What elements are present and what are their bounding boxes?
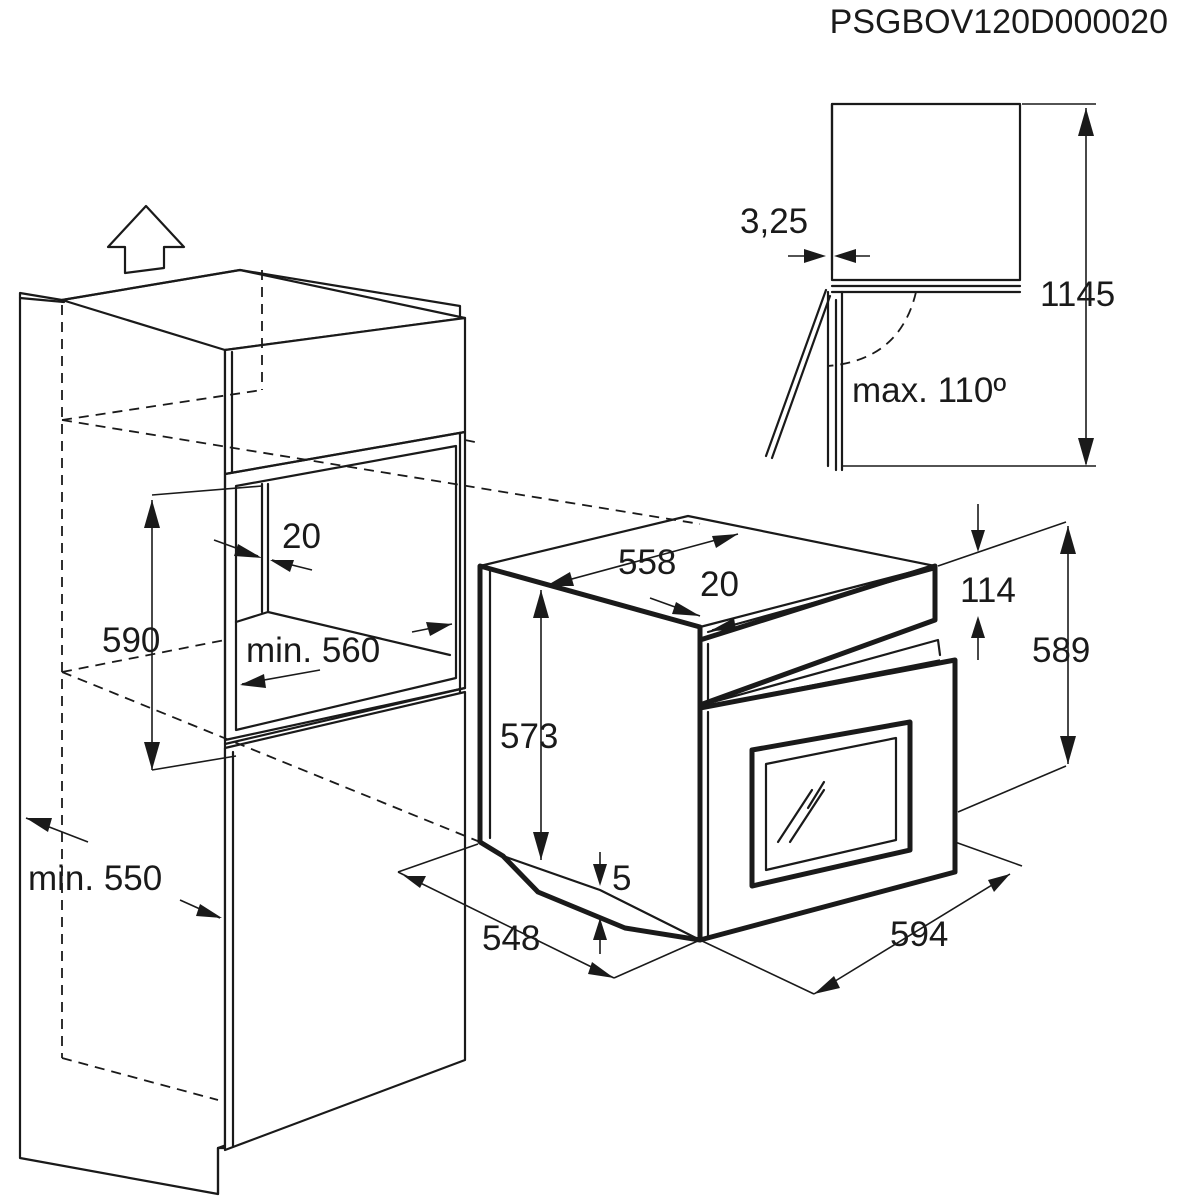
column-height-label: 1145 [1040,275,1115,314]
cabinet-depth-label: min. 550 [28,859,162,898]
cabinet-niche-inner [234,444,458,732]
upper-cabinet-box [830,102,1022,282]
cabinet-lower-door [223,690,467,1152]
cabinet-dimension-lines [25,485,453,919]
door-angle-label: max. 110º [852,371,1006,410]
oven-door [697,657,958,943]
cabinet-unit [18,268,701,1196]
niche-height-label: 590 [102,621,160,660]
glass-reflection [776,788,814,844]
panel-height-label: 114 [960,571,1016,610]
oven-front-width-label: 594 [890,915,948,954]
door-swing-arc [827,291,917,367]
door-clearance-label: 3,25 [740,202,808,241]
oven-top-gap-label: 20 [700,565,739,604]
document-code: PSGBOV120D000020 [830,3,1168,41]
opened-door-line [764,288,828,458]
oven-depth-label: 548 [482,919,540,958]
cabinet-side-panel [18,268,462,1196]
oven-window [749,719,913,889]
oven-bottom-gap-label: 5 [612,859,631,898]
oven-unit [477,514,958,943]
oven-body-height-label: 573 [500,717,558,756]
cabinet-top-edge [18,296,66,304]
airflow-arrow-icon [106,204,186,275]
oven-front-height-label: 589 [1032,631,1090,670]
door-clearance-detail [764,102,1096,472]
vent-gap-label: 20 [282,517,321,556]
oven-width-top-label: 558 [618,543,676,582]
oven-dimension-lines [397,504,1076,995]
niche-width-label: min. 560 [246,631,380,670]
